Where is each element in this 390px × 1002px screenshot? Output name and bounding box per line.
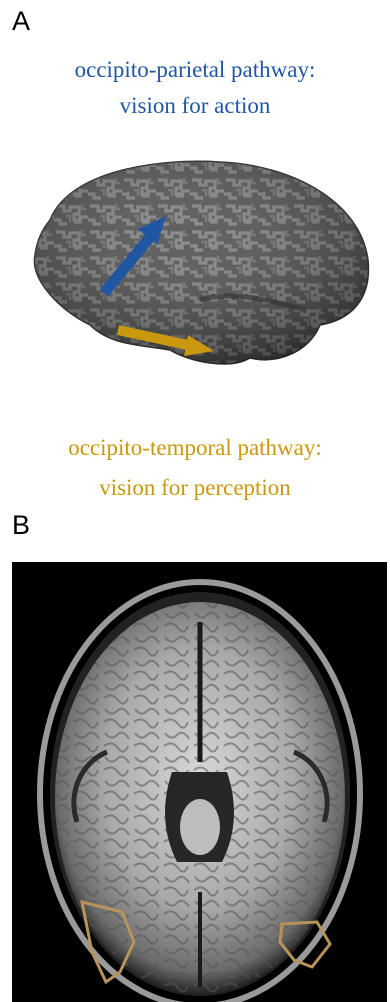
panel-label-b: B xyxy=(12,510,30,541)
ventral-caption-line-2: vision for perception xyxy=(0,468,390,508)
midbrain xyxy=(180,799,220,855)
dorsal-caption-line-1: occipito-parietal pathway: xyxy=(0,52,390,88)
panel-label-a: A xyxy=(12,6,30,37)
brain-surface xyxy=(34,161,368,364)
inflated-brain-illustration xyxy=(20,150,370,410)
dorsal-pathway-caption: occipito-parietal pathway: vision for ac… xyxy=(0,52,390,124)
dorsal-caption-line-2: vision for action xyxy=(0,88,390,124)
ventral-pathway-caption: occipito-temporal pathway: vision for pe… xyxy=(0,428,390,508)
mri-axial-scan xyxy=(12,562,387,1002)
ventral-caption-line-1: occipito-temporal pathway: xyxy=(0,428,390,468)
